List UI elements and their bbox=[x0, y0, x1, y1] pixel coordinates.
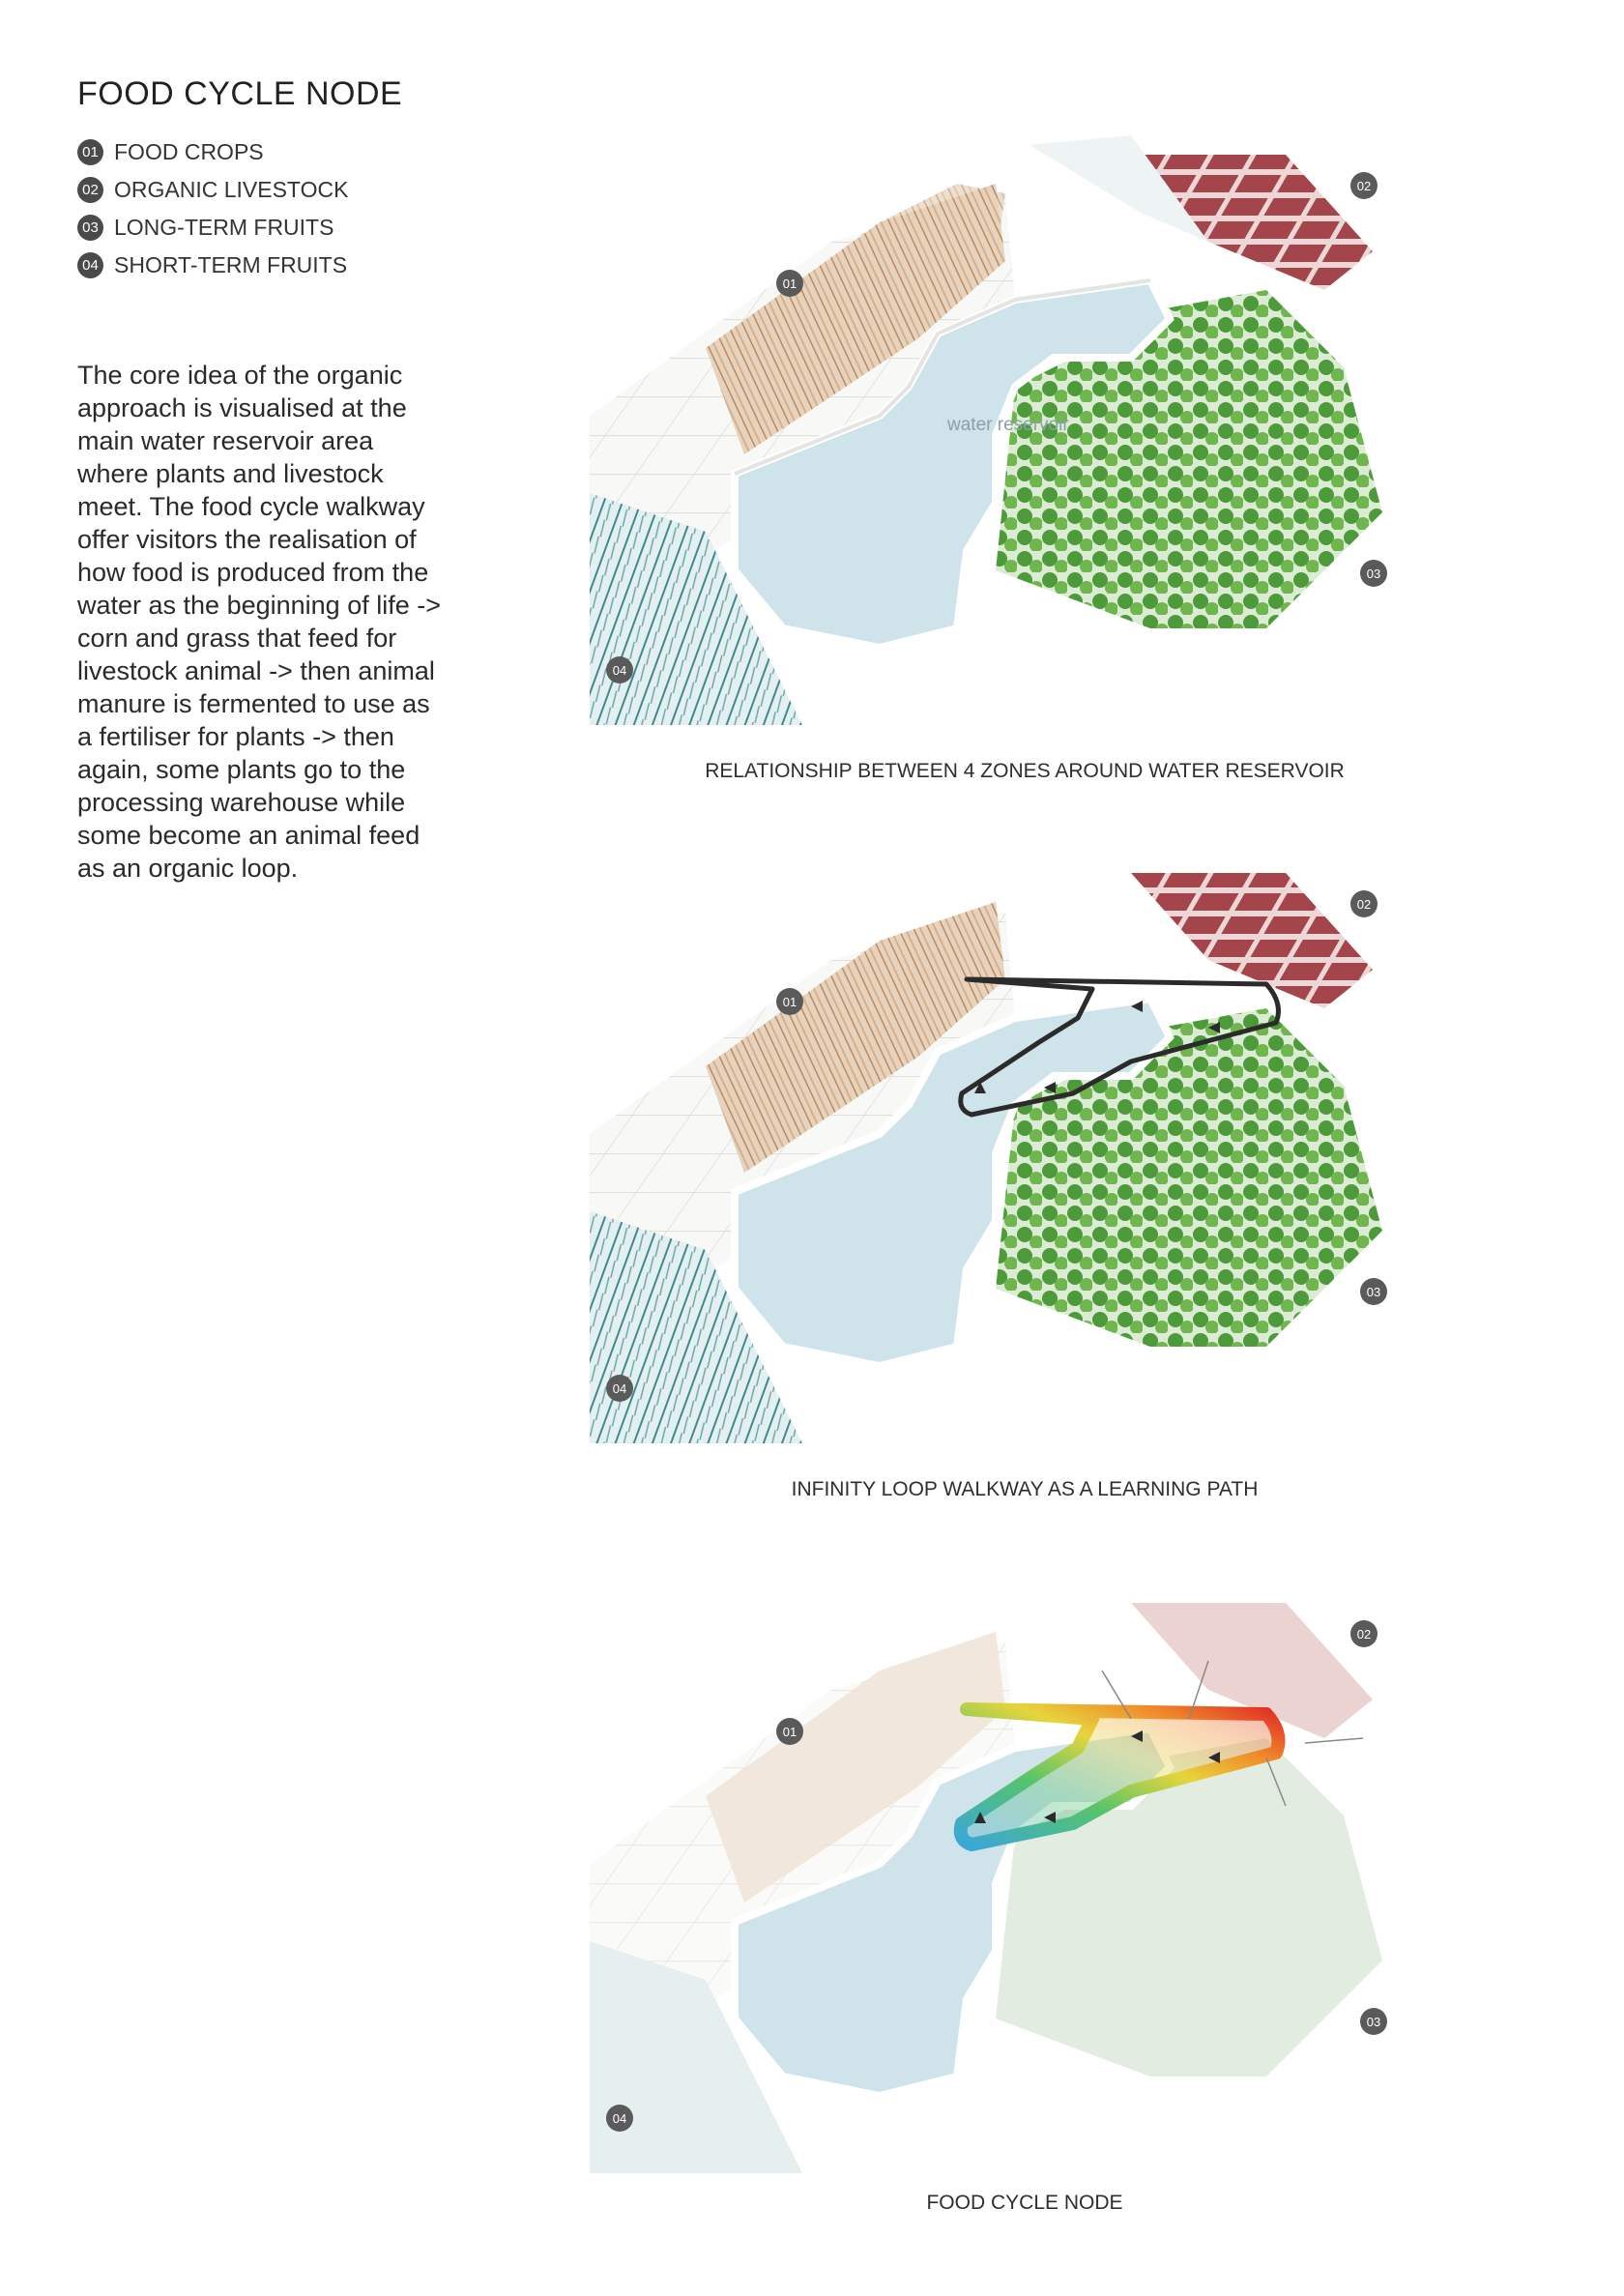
short-term-fruits-zone bbox=[590, 493, 802, 725]
zone-marker-02: 02 bbox=[1350, 1620, 1378, 1647]
zone-marker-02: 02 bbox=[1350, 890, 1378, 917]
walkway-arrow bbox=[1044, 1812, 1056, 1823]
long-term-fruits-zone bbox=[996, 1008, 1382, 1347]
svg-text:01: 01 bbox=[783, 1725, 797, 1739]
legend-number-badge: 03 bbox=[77, 215, 103, 241]
svg-text:03: 03 bbox=[1367, 567, 1380, 581]
zone-marker-03: 03 bbox=[1360, 2008, 1387, 2035]
description-paragraph: The core idea of the organic approach is… bbox=[77, 361, 441, 883]
svg-text:02: 02 bbox=[1357, 179, 1371, 193]
zone-marker-02: 02 bbox=[1350, 172, 1378, 199]
food-cycle-loop bbox=[953, 1702, 1286, 1851]
legend-number-badge: 02 bbox=[77, 177, 103, 203]
livestock-zone bbox=[1131, 873, 1373, 1008]
page-title: FOOD CYCLE NODE bbox=[77, 75, 403, 112]
short-term-fruits-zone bbox=[590, 1211, 802, 1443]
food-crops-zone bbox=[706, 902, 1005, 1173]
zone-marker-04: 04 bbox=[606, 1375, 633, 1402]
walkway-arrow bbox=[974, 1812, 986, 1823]
legend-item-short-term-fruits: 04 SHORT-TERM FRUITS bbox=[77, 247, 348, 284]
svg-text:04: 04 bbox=[613, 1381, 626, 1396]
food-crops-zone bbox=[706, 1632, 1005, 1903]
legend-label: LONG-TERM FRUITS bbox=[114, 215, 334, 240]
svg-text:04: 04 bbox=[613, 2111, 626, 2126]
zone-legend: 01 FOOD CROPS 02 ORGANIC LIVESTOCK 03 LO… bbox=[77, 133, 348, 284]
svg-text:03: 03 bbox=[1367, 2015, 1380, 2029]
legend-item-organic-livestock: 02 ORGANIC LIVESTOCK bbox=[77, 171, 348, 209]
legend-number-badge: 04 bbox=[77, 252, 103, 278]
infinity-loop-walkway bbox=[958, 976, 1281, 1118]
livestock-zone bbox=[1131, 155, 1373, 290]
svg-text:01: 01 bbox=[783, 276, 797, 291]
zone-marker-04: 04 bbox=[606, 2105, 633, 2132]
svg-text:04: 04 bbox=[613, 663, 626, 678]
walkway-arrow bbox=[1131, 1001, 1143, 1012]
zone-marker-03: 03 bbox=[1360, 1278, 1387, 1305]
water-reservoir bbox=[731, 994, 1174, 1371]
food-cycle-node-diagram: 01 02 03 04 bbox=[590, 1574, 1479, 2193]
walkway-arrow bbox=[1208, 1022, 1220, 1033]
walkway-arrow bbox=[1208, 1752, 1220, 1763]
panel-caption-walkway: INFINITY LOOP WALKWAY AS A LEARNING PATH bbox=[791, 1478, 1259, 1500]
distribution-arrows bbox=[1101, 1660, 1364, 1807]
walkway-diagram-svg: 01 02 03 04 bbox=[590, 844, 1479, 1463]
svg-text:01: 01 bbox=[783, 995, 797, 1009]
walkway-arrow bbox=[1131, 1730, 1143, 1742]
walkway-arrow bbox=[974, 1082, 986, 1093]
long-term-fruits-zone bbox=[996, 1738, 1382, 2077]
zone-marker-01: 01 bbox=[776, 1718, 803, 1745]
livestock-zone bbox=[1131, 1603, 1373, 1738]
legend-label: FOOD CROPS bbox=[114, 139, 264, 164]
legend-item-food-crops: 01 FOOD CROPS bbox=[77, 133, 348, 171]
legend-label: ORGANIC LIVESTOCK bbox=[114, 177, 349, 202]
walkway-arrow bbox=[1044, 1082, 1056, 1093]
panel-caption-food-cycle: FOOD CYCLE NODE bbox=[926, 2192, 1123, 2214]
food-crops-zone bbox=[706, 184, 1005, 454]
zones-diagram: water reservoir 01 02 03 04 bbox=[590, 126, 1479, 744]
zone-marker-04: 04 bbox=[606, 656, 633, 683]
food-cycle-gradient-fill bbox=[960, 1709, 1279, 1845]
water-reservoir-label: water reservoir bbox=[946, 415, 1069, 435]
svg-text:03: 03 bbox=[1367, 1285, 1380, 1299]
walkway-diagram: 01 02 03 04 bbox=[590, 844, 1479, 1463]
food-cycle-node-diagram-svg: 01 02 03 04 bbox=[590, 1574, 1479, 2193]
zone-marker-01: 01 bbox=[776, 988, 803, 1015]
short-term-fruits-zone bbox=[590, 1941, 802, 2173]
panel-caption-zones: RELATIONSHIP BETWEEN 4 ZONES AROUND WATE… bbox=[705, 760, 1345, 782]
zone-marker-03: 03 bbox=[1360, 560, 1387, 587]
long-term-fruits-zone bbox=[996, 290, 1382, 628]
legend-item-long-term-fruits: 03 LONG-TERM FRUITS bbox=[77, 209, 348, 247]
legend-label: SHORT-TERM FRUITS bbox=[114, 252, 348, 277]
legend-number-badge: 01 bbox=[77, 139, 103, 165]
svg-text:02: 02 bbox=[1357, 897, 1371, 912]
svg-text:02: 02 bbox=[1357, 1627, 1371, 1642]
zone-marker-01: 01 bbox=[776, 270, 803, 297]
zones-diagram-svg: water reservoir 01 02 03 04 bbox=[590, 126, 1479, 744]
